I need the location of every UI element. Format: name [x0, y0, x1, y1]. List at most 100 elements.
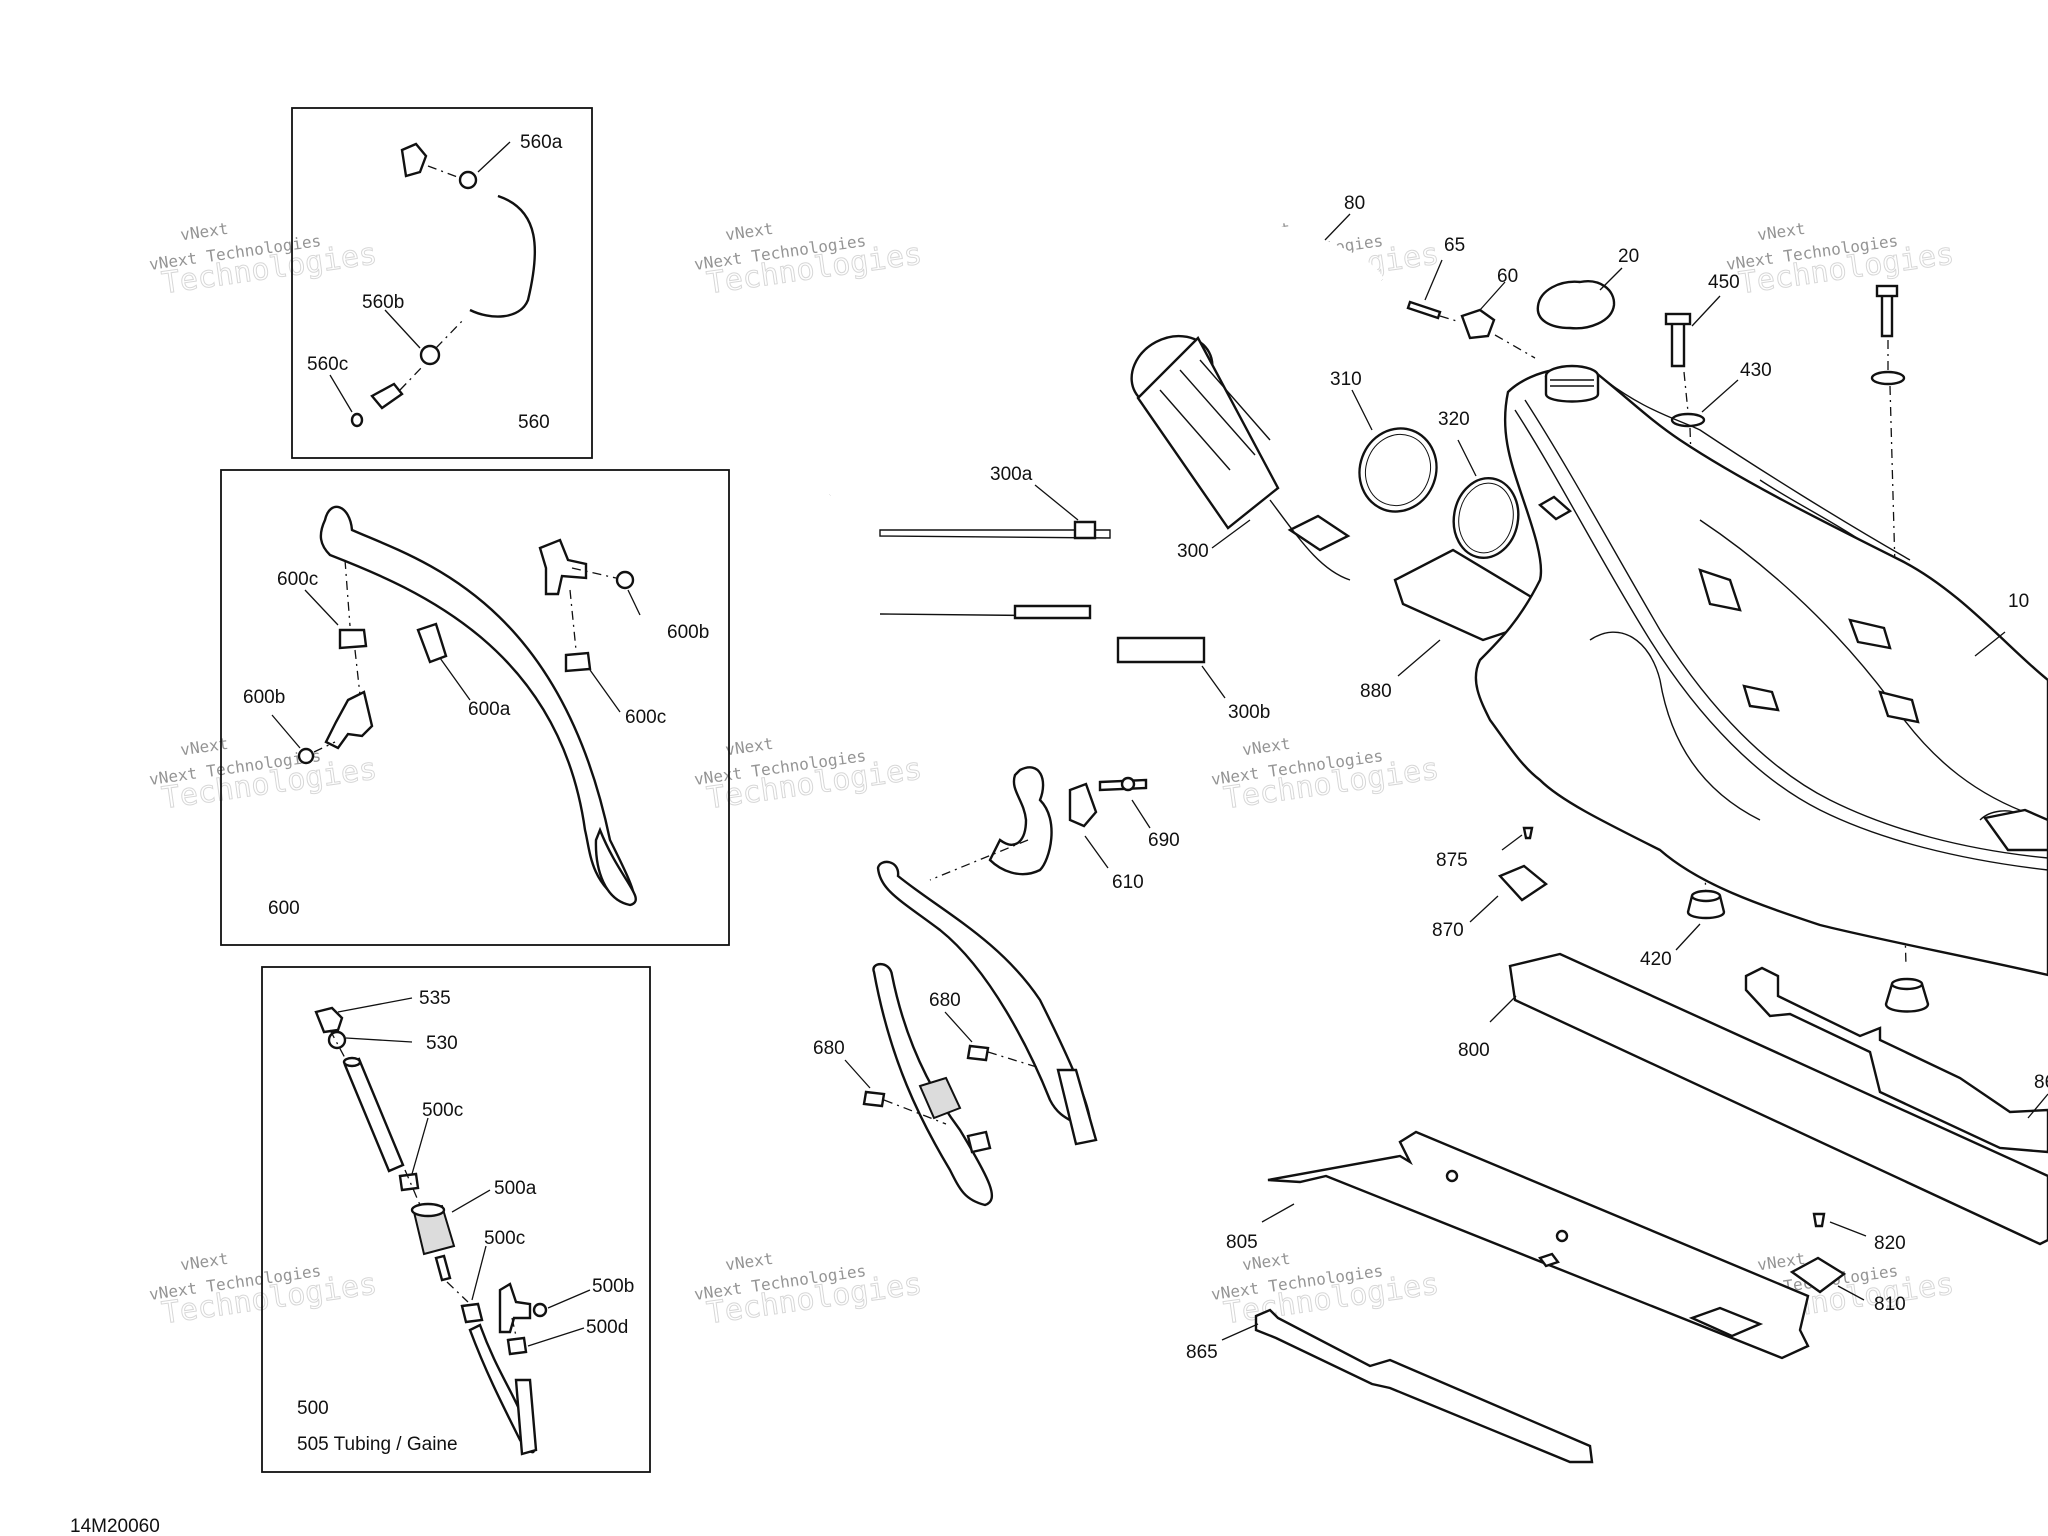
- watermark-text: vNext: [179, 1249, 229, 1275]
- sleeve-600a-shape: [416, 622, 448, 664]
- gasket-320-inner: [1458, 482, 1514, 554]
- lock-ring-310: [1358, 427, 1438, 513]
- shield-805: 805: [1226, 1130, 1810, 1360]
- leader-line: [1211, 519, 1251, 549]
- leader-line: [1221, 1323, 1259, 1341]
- watermark-text: vNext: [179, 219, 229, 245]
- callout-500a: 500a: [494, 1178, 537, 1199]
- tank-contour: [1759, 479, 1861, 541]
- pump-body: [1136, 336, 1280, 530]
- connector-535-shape: [314, 1006, 344, 1034]
- o-ring-shape: [350, 412, 364, 428]
- filler-thread: [1550, 379, 1594, 387]
- watermark-text: vNext: [1756, 219, 1806, 245]
- leader-line: [1351, 389, 1373, 431]
- assembly-axis: [435, 317, 466, 349]
- clip-shape: [1698, 568, 1742, 612]
- leader-line: [439, 657, 471, 701]
- filter-outlet: [434, 1254, 452, 1282]
- leader-line: [1131, 799, 1151, 829]
- watermark-text: vNext: [724, 734, 774, 760]
- inline-filter: [918, 1076, 962, 1120]
- inset-frame: [261, 966, 651, 1473]
- assembly-axis: [569, 589, 577, 651]
- float-arm-300b: 300b: [879, 604, 1270, 723]
- leader-line: [1701, 379, 1739, 413]
- assembly-axis: [313, 741, 336, 753]
- clamp-600c-shape: [564, 651, 592, 673]
- sender-300a: 300a: [879, 464, 1111, 540]
- callout-805: 805: [1226, 1232, 1258, 1253]
- callout-300: 300: [1177, 541, 1209, 562]
- clamp-500d-shape: [506, 1336, 528, 1356]
- inset-frame: [220, 469, 730, 946]
- bolt-head: [1664, 312, 1692, 326]
- callout-600b-right: 600b: [667, 622, 709, 643]
- assembly-axis: [446, 1281, 469, 1303]
- inset-label-560: 560: [518, 412, 550, 433]
- clip-870: 875 870: [1432, 826, 1549, 941]
- tank-ridge: [1594, 371, 1911, 561]
- callout-600b-left: 600b: [243, 687, 285, 708]
- callout-560a: 560a: [520, 132, 563, 153]
- callout-610: 610: [1112, 872, 1144, 893]
- watermark-text: vNext: [724, 219, 774, 245]
- callout-500d: 500d: [586, 1317, 628, 1338]
- hose-assembly-610: 690 610: [876, 766, 1180, 1146]
- heat-shield-800: 800: [1458, 952, 2048, 1246]
- bolt-450: [1880, 290, 1894, 338]
- leader-line: [1261, 1203, 1295, 1223]
- bolt-head: [1875, 284, 1899, 298]
- callout-420: 420: [1640, 949, 1672, 970]
- leader-line: [844, 1059, 871, 1089]
- leader-line: [547, 1289, 591, 1309]
- callout-680-right: 680: [929, 990, 961, 1011]
- leader-line: [384, 309, 421, 349]
- leader-line: [1034, 484, 1079, 521]
- hose-end-shape: [594, 826, 637, 907]
- fuel-tank-10: 10: [1474, 364, 2048, 977]
- mount-420: [1884, 982, 1930, 1013]
- leader-line: [1599, 267, 1623, 291]
- inset-label-500: 500: [297, 1398, 329, 1419]
- leader-line: [1324, 213, 1351, 241]
- callout-600c-left: 600c: [277, 569, 318, 590]
- assembly-axis: [427, 165, 461, 179]
- watermark-text: vNext: [724, 1249, 774, 1275]
- clamp-600c-shape: [338, 628, 368, 650]
- hose-edge: [497, 195, 536, 301]
- callout-10: 10: [2008, 591, 2029, 612]
- callout-820: 820: [1874, 1233, 1906, 1254]
- sender-rod: [879, 529, 1111, 539]
- clamp-shape: [458, 170, 478, 190]
- clip-shape: [1742, 684, 1780, 712]
- leader-line: [1501, 834, 1523, 851]
- tank-outline: [1474, 368, 2048, 977]
- clip-shape: [1848, 618, 1892, 650]
- tank-seam: [1524, 399, 2048, 859]
- shield-shape: [1267, 1130, 1810, 1360]
- callout-600c-right: 600c: [625, 707, 666, 728]
- leader-line: [271, 714, 301, 749]
- watermark-text: vNext: [1241, 734, 1291, 760]
- bracket-610: [1068, 782, 1098, 828]
- callout-500c-bottom: 500c: [484, 1228, 525, 1249]
- tubing-note: 505 Tubing / Gaine: [297, 1434, 458, 1455]
- callout-800: 800: [1458, 1040, 1490, 1061]
- tank-contour: [1589, 631, 1761, 821]
- elbow-fitting-shape: [498, 1282, 532, 1334]
- leader-line: [451, 1189, 491, 1213]
- leader-line: [1469, 895, 1499, 923]
- callout-530: 530: [426, 1033, 458, 1054]
- hose-assembly-680: 680 680: [813, 962, 1041, 1207]
- vent-line-inner: [828, 219, 1384, 497]
- shield-hole: [1555, 1229, 1569, 1243]
- leader-line: [627, 589, 641, 616]
- leader-line: [1691, 295, 1721, 327]
- screw-680: [966, 1044, 990, 1062]
- hose-clamp: [966, 1130, 992, 1154]
- clip-810: 820 810: [1789, 1212, 1906, 1315]
- leader-line: [1974, 631, 2006, 657]
- leader-line: [1829, 1221, 1867, 1237]
- callout-560b: 560b: [362, 292, 404, 313]
